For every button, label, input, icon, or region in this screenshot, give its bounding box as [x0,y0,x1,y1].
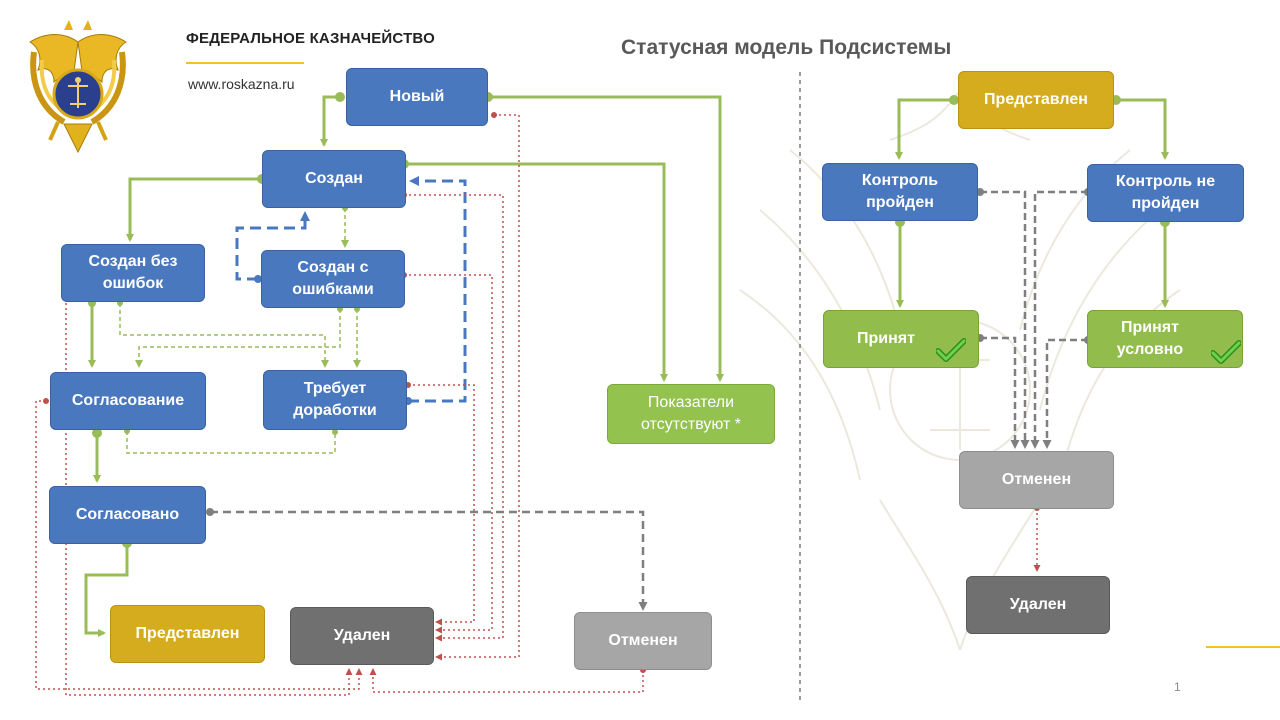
org-name: ФЕДЕРАЛЬНОЕ КАЗНАЧЕЙСТВО [186,30,435,47]
node-prinyat-uslovno-label: Принят условно [1116,319,1184,358]
node-sozdan-bez-oshibok: Создан без ошибок [61,244,205,302]
emblem-icon [29,20,127,154]
node-prinyat: Принят [823,310,979,368]
node-udalen-right: Удален [966,576,1110,634]
node-trebuet-dorabotki: Требует доработки [263,370,407,430]
node-pokazateli-otsutstvuyut: Показатели отсутствуют * [607,384,775,444]
node-predstavlen-right: Представлен [958,71,1114,129]
page-number: 1 [1174,680,1181,694]
check-icon [1211,340,1241,364]
node-prinyat-label: Принят [857,330,915,348]
node-otmenen-left: Отменен [574,612,712,670]
node-udalen-left: Удален [290,607,434,665]
org-url[interactable]: www.roskazna.ru [188,76,295,92]
node-soglasovanie: Согласование [50,372,206,430]
node-novyi: Новый [346,68,488,126]
node-kontrol-proiden: Контроль пройден [822,163,978,221]
accent-line [186,62,304,64]
node-predstavlen-left: Представлен [110,605,265,663]
node-prinyat-uslovno: Принят условно [1087,310,1243,368]
node-sozdan: Создан [262,150,406,208]
watermark-eagle [739,89,1181,651]
check-icon [936,338,966,362]
node-soglasovano: Согласовано [49,486,206,544]
node-kontrol-ne-proiden: Контроль не пройден [1087,164,1244,222]
node-otmenen-right: Отменен [959,451,1114,509]
page-title: Статусная модель Подсистемы [621,36,952,59]
node-sozdan-s-oshibkami: Создан с ошибками [261,250,405,308]
